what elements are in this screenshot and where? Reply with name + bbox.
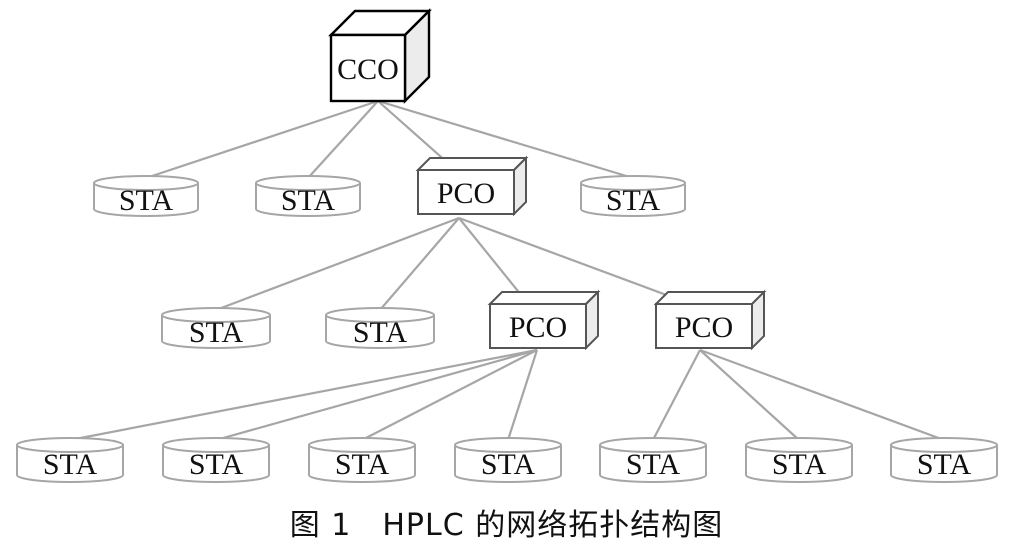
node-sta-10: STA (599, 437, 707, 483)
edge-cco-sta_3 (377, 99, 634, 180)
station-label: STA (189, 316, 244, 349)
edge-pco_3-sta_10 (652, 349, 701, 441)
station-label: STA (481, 448, 536, 481)
node-pco-1: PCO (415, 155, 529, 217)
station-label: STA (353, 316, 408, 349)
figure-caption: 图 1 HPLC 的网络拓扑结构图 (289, 508, 724, 543)
connection-lines (69, 99, 945, 442)
station-cylinder-body (454, 445, 562, 483)
station-cylinder-body (255, 183, 361, 217)
edge-pco_3-sta_11 (699, 349, 800, 441)
station-cylinder-top (255, 175, 361, 191)
station-label: STA (281, 184, 336, 217)
edge-pco_1-sta_5 (379, 217, 460, 311)
station-cylinder-top (745, 437, 853, 453)
station-cylinder-top (161, 307, 271, 323)
station-cylinder-top (308, 437, 416, 453)
node-sta-7: STA (162, 437, 270, 483)
station-cylinder-body (599, 445, 707, 483)
edge-pco_2-sta_9 (506, 349, 539, 441)
box-front-face (329, 33, 407, 103)
station-label: STA (189, 448, 244, 481)
station-cylinder-top (325, 307, 435, 323)
station-cylinder-body (325, 315, 435, 349)
node-sta-5: STA (325, 307, 435, 349)
station-label: STA (772, 448, 827, 481)
node-pco-3: PCO (653, 289, 767, 351)
station-label: STA (43, 448, 98, 481)
topology-nodes: CCO STA STA PCO STA STA STA PCO PCO STA STA STA STA S… (16, 8, 998, 483)
node-cco: CCO (328, 8, 432, 104)
station-cylinder-body (308, 445, 416, 483)
station-label: STA (917, 448, 972, 481)
station-cylinder-body (580, 183, 686, 217)
node-sta-6: STA (16, 437, 124, 483)
pco-label: PCO (437, 177, 495, 210)
edge-pco_2-sta_8 (361, 349, 538, 441)
box-front-face (655, 303, 753, 349)
station-cylinder-top (890, 437, 998, 453)
node-sta-1: STA (93, 175, 199, 217)
cco-label: CCO (337, 53, 399, 86)
station-label: STA (335, 448, 390, 481)
station-label: STA (606, 184, 661, 217)
box-front-face (417, 169, 515, 215)
edge-cco-sta_1 (145, 99, 379, 180)
station-cylinder-top (599, 437, 707, 453)
station-cylinder-body (162, 445, 270, 483)
station-cylinder-top (454, 437, 562, 453)
station-cylinder-body (161, 315, 271, 349)
edge-pco_2-sta_6 (69, 348, 538, 442)
station-cylinder-body (16, 445, 124, 483)
station-label: STA (119, 184, 174, 217)
box-front-face (489, 303, 587, 349)
station-cylinder-top (162, 437, 270, 453)
box-top-face (487, 291, 601, 305)
box-top-face (415, 157, 529, 171)
edge-pco_3-sta_12 (699, 348, 945, 442)
node-sta-11: STA (745, 437, 853, 483)
edge-cco-sta_2 (307, 100, 379, 179)
node-sta-12: STA (890, 437, 998, 483)
station-cylinder-body (745, 445, 853, 483)
node-sta-3: STA (580, 175, 686, 217)
pco-label: PCO (509, 311, 567, 344)
node-sta-9: STA (454, 437, 562, 483)
station-cylinder-top (580, 175, 686, 191)
station-cylinder-top (16, 437, 124, 453)
station-cylinder-top (93, 175, 199, 191)
edge-pco_2-sta_7 (215, 348, 538, 442)
edge-pco_1-sta_4 (215, 216, 460, 312)
station-cylinder-body (93, 183, 199, 217)
node-sta-8: STA (308, 437, 416, 483)
node-sta-4: STA (161, 307, 271, 349)
pco-label: PCO (675, 311, 733, 344)
station-label: STA (626, 448, 681, 481)
edge-pco_1-pco_3 (458, 216, 697, 308)
node-pco-2: PCO (487, 289, 601, 351)
station-cylinder-body (890, 445, 998, 483)
box-top-face (653, 291, 767, 305)
node-sta-2: STA (255, 175, 361, 217)
